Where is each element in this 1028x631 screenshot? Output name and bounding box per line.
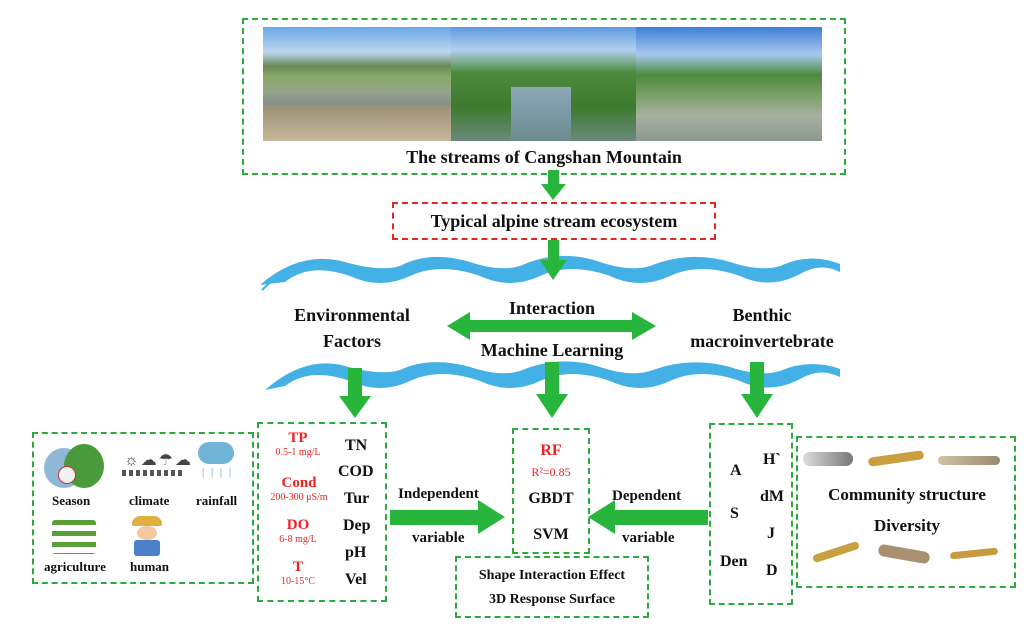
param-do: DO 6-8 mg/L [260, 517, 336, 545]
param-t-range: 10-15°C [281, 576, 315, 587]
param-t-name: T [292, 559, 303, 575]
factors-box [32, 432, 254, 584]
env-heading-line2: Factors [323, 331, 381, 351]
diversity-label: Diversity [873, 516, 941, 535]
benthic-heading-line2: macroinvertebrate [690, 331, 834, 351]
arrow-ecosystem-to-wave [540, 240, 567, 280]
index-dm: dM [760, 488, 784, 505]
param-dep: Dep [343, 517, 371, 534]
model-svm: SVM [533, 526, 569, 543]
independent-variable-label: variable [412, 530, 465, 546]
shape-line1: Shape Interaction Effect [478, 568, 626, 583]
climate-icon: ☼☁☂☁ [124, 452, 194, 469]
agriculture-icon [52, 520, 96, 554]
env-heading: Environmental Factors [262, 302, 442, 354]
model-gbdt: GBDT [528, 490, 574, 507]
param-do-name: DO [286, 517, 310, 533]
photo-title: The streams of Cangshan Mountain [406, 147, 682, 167]
shape-line2: 3D Response Surface [489, 592, 615, 607]
human-label: human [130, 559, 170, 574]
season-label: Season [52, 493, 91, 508]
season-icon [44, 444, 104, 492]
arrow-photo-to-ecosystem [541, 170, 566, 200]
index-den: Den [720, 553, 748, 570]
param-tur: Tur [344, 490, 370, 507]
dependent-label: Dependent [612, 488, 682, 504]
benthic-heading-line1: Benthic [732, 305, 792, 325]
arrow-right-down [741, 362, 773, 418]
arrow-left-down [339, 368, 371, 418]
param-tn: TN [345, 437, 368, 454]
index-j: J [767, 525, 775, 542]
param-do-range: 6-8 mg/L [279, 534, 317, 545]
index-s: S [730, 505, 739, 522]
rainfall-icon [198, 442, 234, 464]
larva-icon-1 [803, 452, 853, 466]
index-a: A [730, 462, 742, 479]
param-cod: COD [338, 463, 374, 480]
benthic-heading: Benthic macroinvertebrate [672, 302, 852, 354]
env-heading-line1: Environmental [294, 305, 410, 325]
param-ph: pH [345, 544, 367, 561]
param-cond-range: 200-300 μS/m [270, 492, 328, 503]
climate-label: climate [129, 493, 170, 508]
model-r2: R²=0.85 [531, 465, 571, 479]
model-rf: RF [540, 442, 562, 459]
upper-wave-crest [261, 259, 344, 291]
param-tp: TP 0.5-1 mg/L [260, 430, 336, 458]
machine-learning-label: Machine Learning [480, 340, 624, 360]
community-box [796, 436, 1016, 588]
param-tp-range: 0.5-1 mg/L [275, 447, 321, 458]
stream-photo-3 [636, 27, 822, 141]
rainfall-label: rainfall [196, 493, 238, 508]
env-params-box [257, 422, 387, 602]
index-d: D [766, 562, 778, 579]
dependent-variable-label: variable [622, 530, 675, 546]
models-box [512, 428, 590, 554]
ecosystem-box: Typical alpine stream ecosystem [392, 202, 716, 240]
param-cond-name: Cond [281, 475, 317, 491]
arrow-dependent [588, 500, 708, 534]
climate-ground [122, 470, 182, 476]
rain-drops: | | | | [202, 466, 234, 478]
indices-box [709, 423, 793, 605]
ecosystem-label: Typical alpine stream ecosystem [430, 211, 678, 231]
larva-icon-3 [938, 456, 1000, 465]
bidirectional-arrow [447, 312, 656, 340]
human-icon [130, 516, 164, 556]
independent-label: Independent [398, 486, 479, 502]
community-structure-label: Community structure [828, 485, 986, 504]
interaction-label: Interaction [509, 298, 595, 318]
index-h: H` [763, 451, 781, 468]
photo-box [242, 18, 846, 175]
arrow-independent [390, 500, 505, 534]
param-cond: Cond 200-300 μS/m [258, 475, 340, 503]
agriculture-label: agriculture [44, 559, 106, 574]
param-tp-name: TP [288, 430, 308, 446]
arrow-center-down [536, 362, 568, 418]
shape-box [455, 556, 649, 618]
param-t: T 10-15°C [260, 559, 336, 587]
stream-photo-2 [451, 27, 636, 141]
param-vel: Vel [345, 571, 367, 588]
stream-photo-1 [263, 27, 451, 141]
